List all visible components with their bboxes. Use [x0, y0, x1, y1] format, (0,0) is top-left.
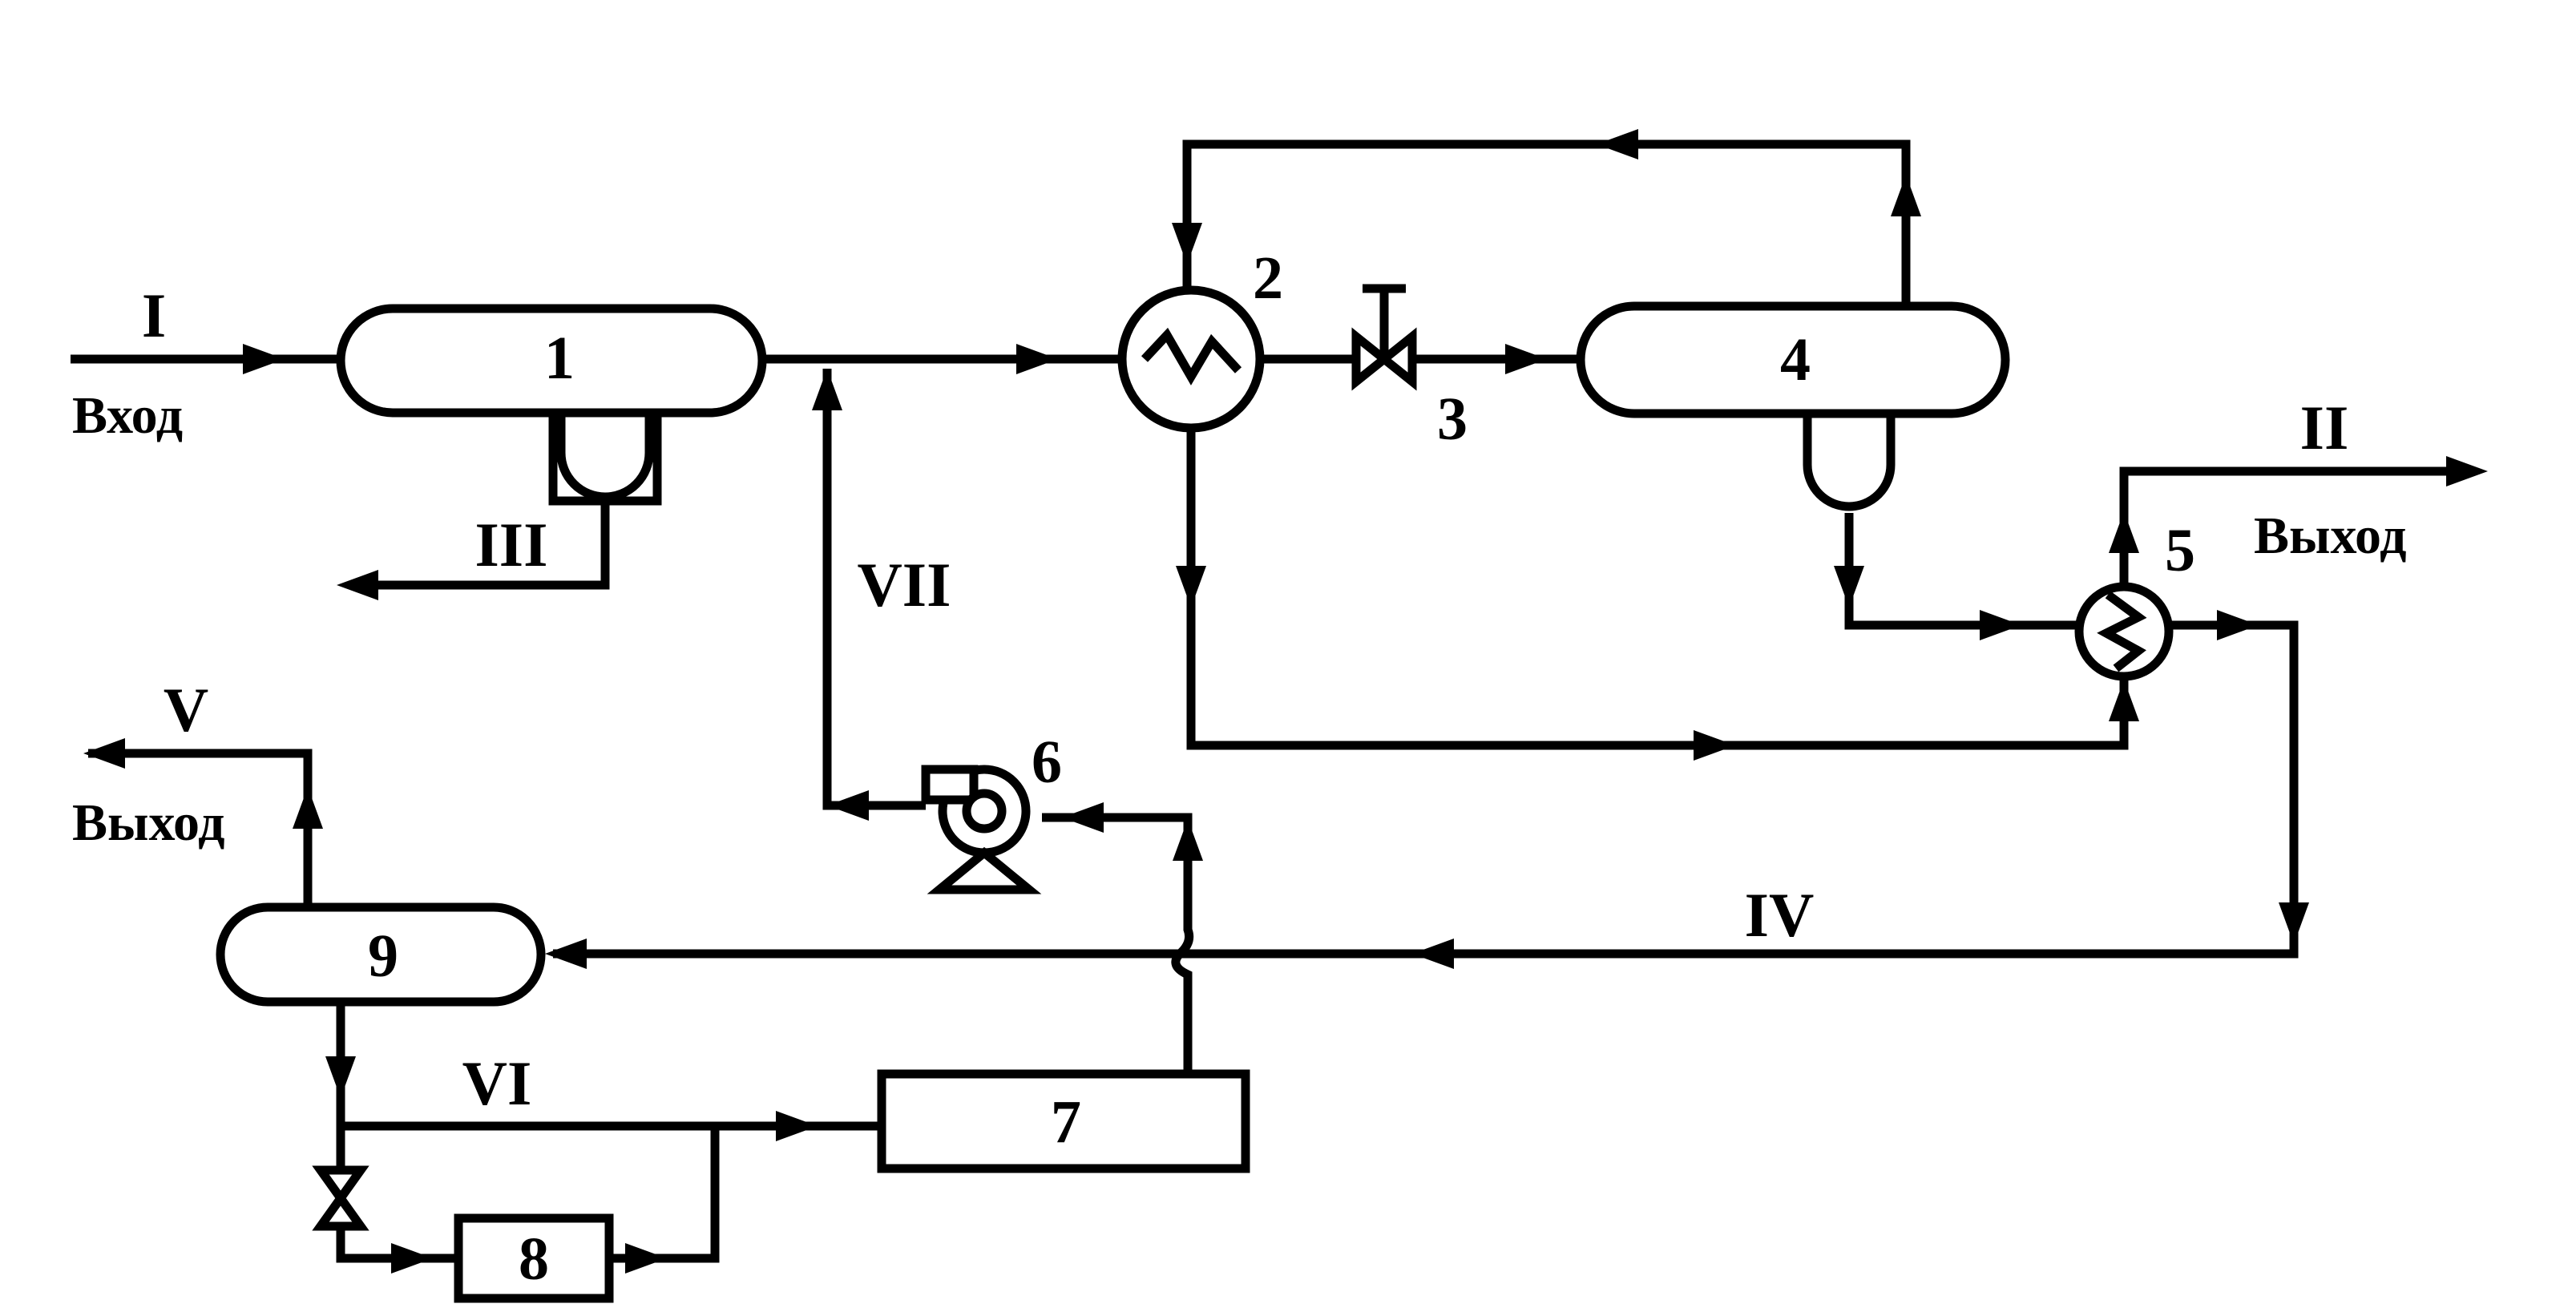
arrow-right-icon — [243, 344, 285, 374]
arrow-left-icon — [337, 570, 378, 600]
pipe-stream-IV — [553, 620, 2299, 959]
block-7 — [877, 1069, 1250, 1173]
label-stream-IV: IV — [1745, 880, 1815, 950]
flow-arrows — [83, 129, 2488, 1274]
label-stream-V: V — [164, 675, 208, 745]
equipment-labels: 1 2 3 4 5 6 7 8 9 — [368, 244, 2195, 1293]
label-stream-III: III — [474, 510, 547, 579]
label-stream-II: II — [2300, 393, 2349, 462]
arrow-up-icon — [812, 369, 842, 410]
separator-4 — [1576, 301, 2010, 511]
pipe-block7-to-pump6 — [1042, 813, 1194, 1074]
pipe-block8-to-line — [609, 1126, 720, 1263]
block-8 — [454, 1213, 614, 1303]
label-equipment-9: 9 — [368, 922, 398, 990]
arrow-down-icon — [2279, 902, 2309, 944]
pipe-separator4-boot-to-exchanger5 — [1844, 513, 2079, 630]
pipe-outlet-V — [88, 749, 313, 907]
arrow-down-icon — [1834, 566, 1864, 608]
arrow-up-icon — [293, 787, 323, 829]
label-equipment-4: 4 — [1780, 326, 1811, 394]
heat-exchanger-2 — [1117, 285, 1265, 433]
arrow-up-icon — [1891, 175, 1921, 216]
pipe-stream-VI — [336, 1002, 882, 1131]
pipe-separator4-recycle-to-exchanger2 — [1182, 139, 1911, 305]
arrow-up-icon — [2109, 511, 2139, 553]
heat-exchanger-5 — [2074, 582, 2174, 681]
pump-6 — [921, 765, 1042, 894]
arrow-up-icon — [1173, 819, 1203, 861]
arrow-right-icon — [1980, 610, 2021, 640]
arrow-down-icon — [1172, 223, 1202, 264]
arrow-down-icon — [325, 1056, 356, 1098]
arrow-right-icon — [625, 1243, 667, 1274]
arrow-right-icon — [391, 1243, 433, 1274]
arrow-right-icon — [2217, 610, 2259, 640]
arrow-left-icon — [83, 738, 125, 769]
label-equipment-7: 7 — [1051, 1088, 1081, 1156]
stream-labels: I Вход III VII II Выход IV V Выход VI — [72, 281, 2407, 1118]
label-stream-I: I — [142, 281, 166, 350]
arrow-right-icon — [776, 1111, 818, 1141]
label-outlet-word-V: Выход — [72, 793, 225, 852]
arrow-down-icon — [1176, 566, 1206, 608]
pipe-exchanger2-to-exchanger5 — [1186, 430, 2129, 750]
arrow-right-icon — [1505, 344, 1547, 374]
arrow-left-icon — [1597, 129, 1638, 159]
label-stream-VI: VI — [462, 1048, 532, 1118]
valve-to-block-8 — [312, 1165, 369, 1231]
label-equipment-2: 2 — [1253, 244, 1283, 312]
arrow-right-icon — [1016, 344, 1058, 374]
arrow-right-icon — [2446, 456, 2488, 486]
arrow-up-icon — [2109, 680, 2139, 721]
label-equipment-8: 8 — [519, 1225, 549, 1293]
throttle-valve-3 — [1351, 284, 1417, 391]
arrow-left-icon — [1412, 939, 1454, 969]
pipe-stream-III — [353, 505, 610, 590]
arrow-left-icon — [1062, 802, 1104, 833]
label-equipment-1: 1 — [544, 325, 575, 392]
label-inlet-word: Вход — [72, 386, 183, 445]
label-outlet-word-II: Выход — [2254, 507, 2407, 565]
arrow-left-icon — [827, 790, 869, 821]
separator-9 — [216, 902, 546, 1007]
label-equipment-5: 5 — [2165, 517, 2195, 584]
label-equipment-6: 6 — [1032, 729, 1062, 796]
separator-1 — [336, 304, 767, 506]
arrow-right-icon — [1694, 730, 1735, 761]
arrow-left-icon — [545, 939, 587, 969]
label-stream-VII: VII — [857, 550, 951, 620]
label-equipment-3: 3 — [1437, 386, 1468, 453]
